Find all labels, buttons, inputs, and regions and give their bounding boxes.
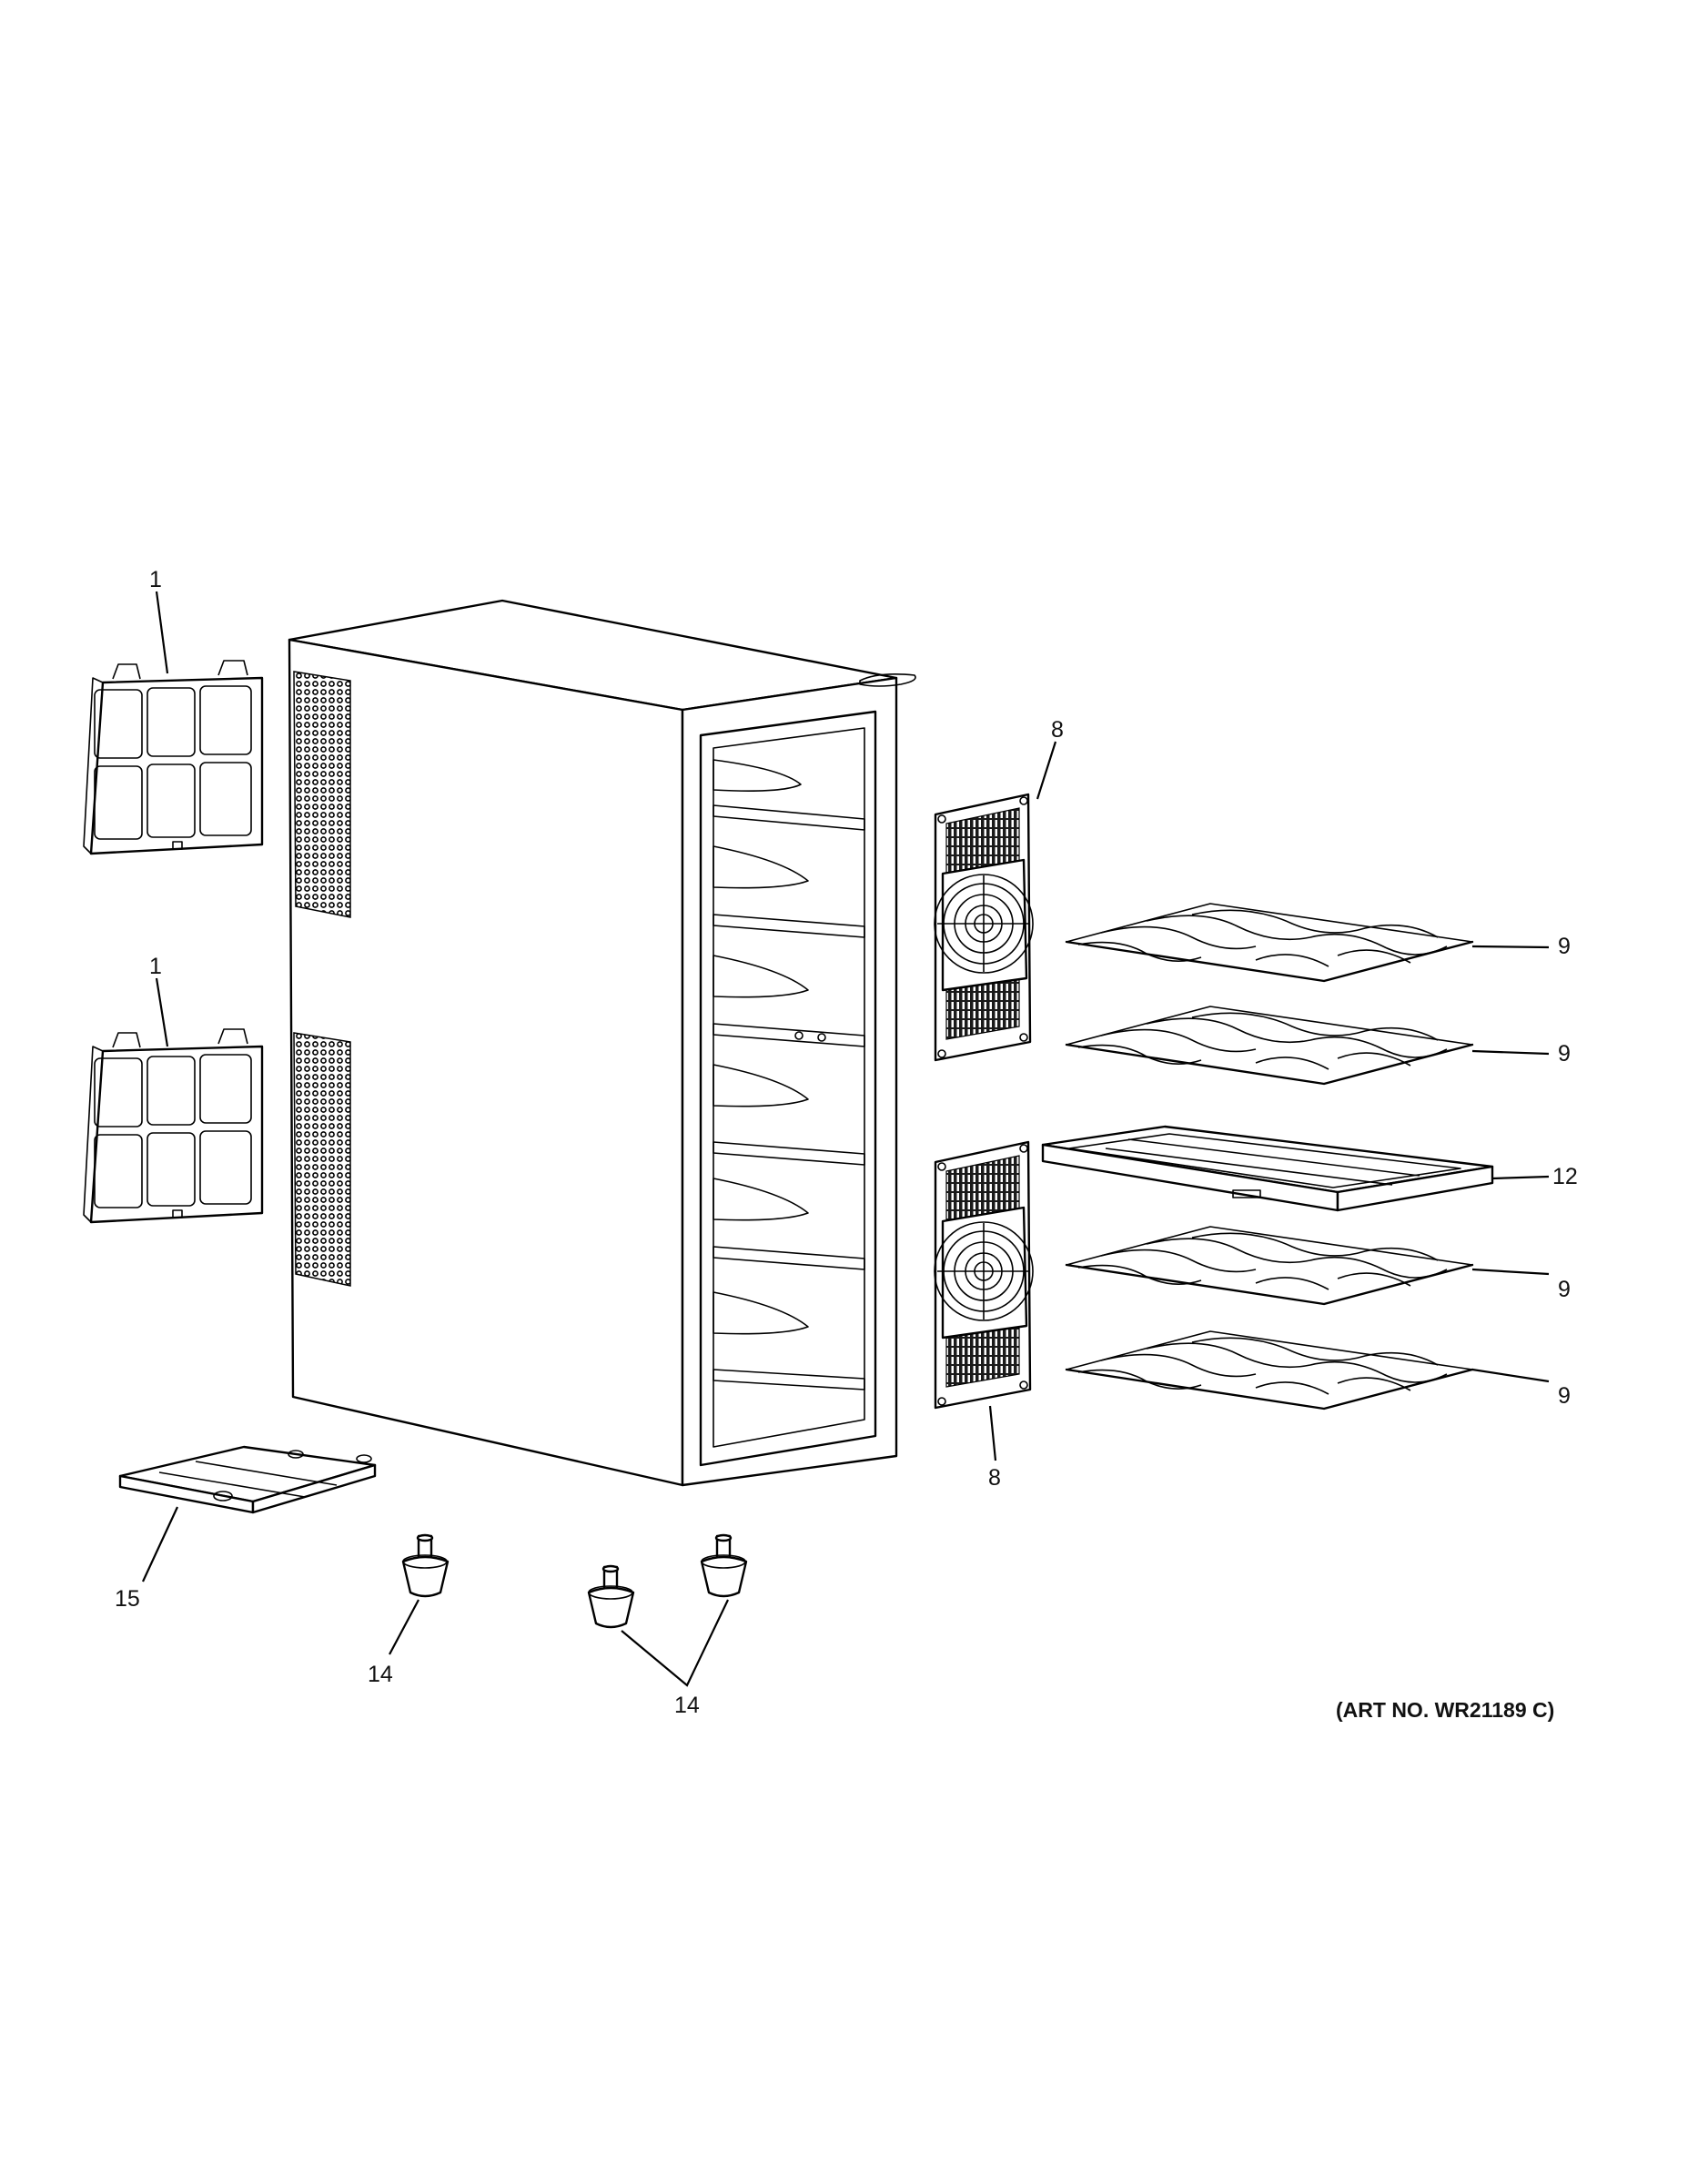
- callout-fan-bottom: 8: [988, 1465, 1001, 1491]
- filter-panel-top: [83, 660, 264, 855]
- leveling-leg-2: [587, 1564, 635, 1629]
- callout-bottom-tray: 15: [115, 1586, 140, 1612]
- callout-shelf: 12: [1552, 1164, 1578, 1189]
- callout-rack-2: 9: [1558, 1041, 1571, 1067]
- callout-leg-pair: 14: [674, 1693, 700, 1718]
- callout-rack-3: 9: [1558, 1277, 1571, 1302]
- callout-fan-top: 8: [1051, 717, 1064, 743]
- bottom-tray: [118, 1445, 377, 1514]
- leveling-leg-1: [401, 1533, 450, 1598]
- callout-rack-4: 9: [1558, 1383, 1571, 1409]
- wire-rack-2: [1065, 1006, 1474, 1086]
- fan-assembly-bottom: [934, 1140, 1034, 1410]
- callout-filter-top: 1: [149, 567, 162, 592]
- callout-leg-single: 14: [368, 1662, 393, 1687]
- callout-filter-bottom: 1: [149, 954, 162, 979]
- cabinet: [288, 599, 916, 1487]
- leader-lines: [142, 591, 1550, 1687]
- art-number: (ART NO. WR21189 C): [1336, 1698, 1555, 1722]
- wire-rack-1: [1065, 903, 1474, 983]
- wire-rack-4: [1065, 1330, 1474, 1410]
- filter-panel-bottom: [83, 1028, 264, 1224]
- leveling-leg-3: [700, 1533, 748, 1598]
- fan-assembly-top: [934, 793, 1034, 1062]
- display-shelf: [1041, 1125, 1494, 1212]
- callout-rack-1: 9: [1558, 934, 1571, 959]
- wire-rack-3: [1065, 1226, 1474, 1306]
